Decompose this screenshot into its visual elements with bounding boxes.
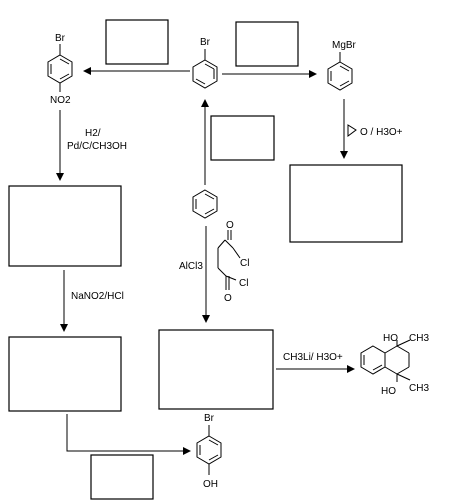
nitro-group-label: NO2: [50, 95, 71, 106]
answer-box-center: [210, 115, 275, 161]
benzene-structure: [192, 189, 218, 219]
acyl-oxygen-bottom: O: [224, 293, 232, 304]
answer-box-right: [289, 164, 403, 243]
reagent-ch3li: CH3Li/ H3O+: [283, 352, 343, 363]
answer-box-bottom: [90, 454, 154, 500]
answer-box-top-right: [235, 21, 299, 67]
acyl-chloride-bottom: Cl: [239, 278, 248, 289]
bromophenol-structure: Br OH: [196, 413, 222, 490]
arrow-to-bromophenol: [66, 414, 191, 455]
reagent-alcl3: AlCl3: [179, 261, 203, 272]
acyl-chloride-top: Cl: [240, 258, 249, 269]
bromophenol-br-label: Br: [204, 413, 215, 424]
bromonitrobenzene-structure: Br NO2: [47, 33, 73, 106]
diol-ho-top: HO: [383, 333, 398, 344]
answer-box-center-lower: [158, 329, 274, 410]
answer-box-left-lower: [8, 336, 122, 412]
bromonitro-br-label: Br: [55, 33, 66, 44]
grignard-structure: MgBr: [327, 40, 357, 91]
reagent-epoxide: O / H3O+: [360, 127, 403, 138]
diol-ch3-bottom: CH3: [409, 383, 429, 394]
epoxide-ring-icon: [347, 124, 357, 137]
acyl-oxygen-top: O: [226, 220, 234, 231]
answer-box-left-upper: [8, 185, 122, 267]
succinyl-chloride-structure: O Cl Cl O: [217, 220, 249, 304]
reagent-hydrogenation-conditions: Pd/C/CH3OH: [67, 141, 127, 152]
diol-ch3-top: CH3: [409, 333, 429, 344]
answer-box-top-left: [105, 19, 169, 65]
reagent-nano2-hcl: NaNO2/HCl: [71, 291, 124, 302]
bromobenzene-structure: Br: [192, 37, 218, 89]
bromophenol-oh-label: OH: [203, 479, 218, 490]
reagent-hydrogenation-h2: H2/: [85, 128, 101, 139]
bromobenzene-br-label: Br: [200, 37, 211, 48]
grignard-label: MgBr: [332, 40, 357, 51]
tetralin-diol-structure: HO CH3 HO CH3: [360, 333, 429, 397]
diol-ho-bottom: HO: [381, 386, 396, 397]
